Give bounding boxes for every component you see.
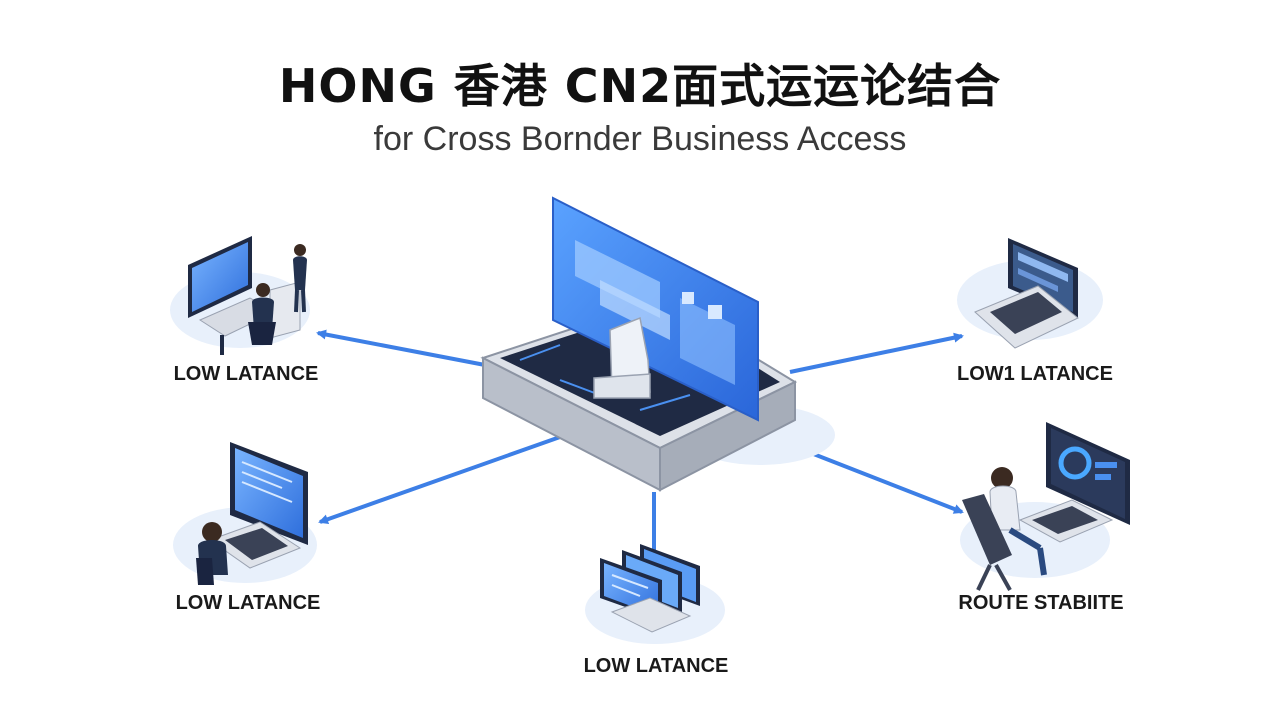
node-bottom-center: LOW LATANCE	[584, 544, 729, 677]
desktop-user-chair-icon	[960, 422, 1130, 591]
stacked-monitors-icon	[585, 544, 725, 644]
node-top-left: LOW LATANCE	[170, 236, 318, 385]
server-platform-icon	[480, 196, 835, 492]
page-subtitle: for Cross Bornder Business Access	[373, 120, 907, 158]
node-label: LOW1 LATANCE	[957, 363, 1113, 385]
desktop-workstation-icon	[170, 236, 310, 355]
node-bottom-right: ROUTE STABIITE	[958, 422, 1130, 614]
node-label: LOW LATANCE	[584, 655, 729, 677]
node-bottom-left: LOW LATANCE	[173, 442, 320, 614]
node-label: LOW LATANCE	[176, 592, 321, 614]
node-label: ROUTE STABIITE	[958, 592, 1123, 614]
node-label: LOW LATANCE	[174, 363, 319, 385]
desktop-user-icon	[173, 442, 317, 585]
node-top-right: LOW1 LATANCE	[957, 238, 1113, 385]
page-title: HONG 香港 CN2面式运运论结合	[278, 59, 1002, 113]
laptop-icon	[957, 238, 1103, 349]
connector-bottom-left	[318, 435, 561, 525]
connector-top-left	[316, 329, 486, 367]
connector-top-right	[789, 332, 964, 374]
